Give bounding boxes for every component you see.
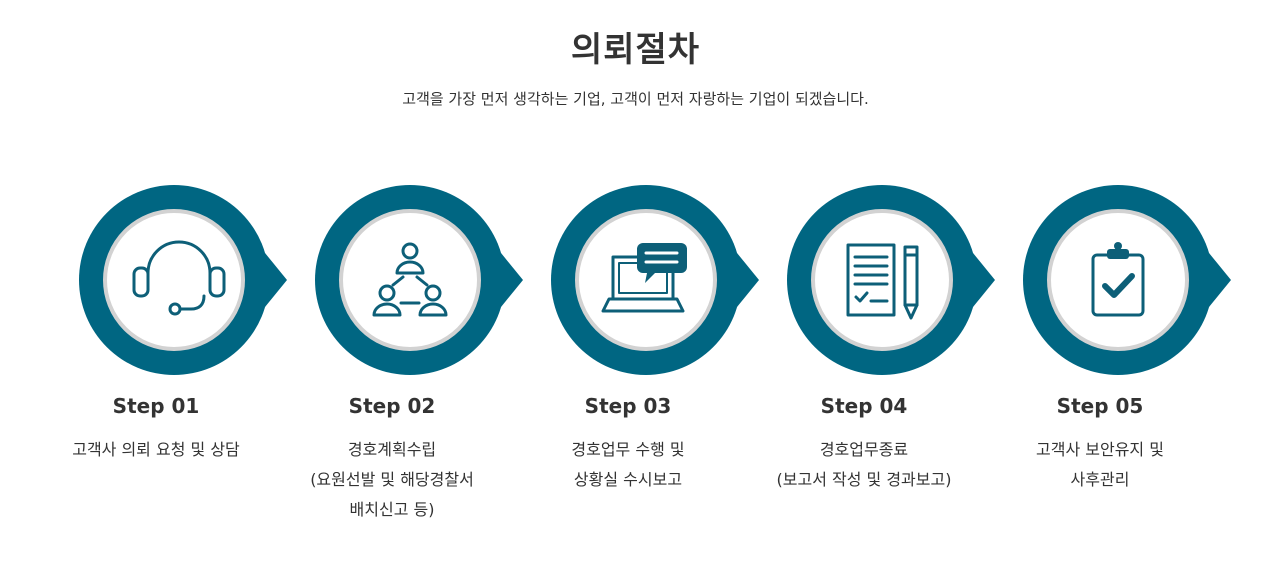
step-4-description: 경호업무종료 (보고서 작성 및 경과보고) xyxy=(776,440,952,489)
process-step-3: Step 03 경호업무 수행 및 상황실 수시보고 xyxy=(528,178,768,538)
process-step-2: Step 02 경호계획수립 (요원선발 및 해당경찰서 배치신고 등) xyxy=(292,178,532,538)
step-3-badge xyxy=(551,185,759,375)
monitor-chat-icon xyxy=(601,243,687,313)
clipboard-check-icon xyxy=(1091,242,1145,317)
document-pencil-icon xyxy=(846,243,919,320)
step-3-label: Step 03 xyxy=(584,394,672,418)
step-1-badge xyxy=(79,185,287,375)
headset-icon xyxy=(132,240,226,316)
page-title: 의뢰절차 xyxy=(570,30,701,70)
page-subtitle: 고객을 가장 먼저 생각하는 기업, 고객이 먼저 자랑하는 기업이 되겠습니다… xyxy=(402,90,869,108)
step-1-description: 고객사 의뢰 요청 및 상담 xyxy=(72,440,240,459)
step-1-label: Step 01 xyxy=(112,394,200,418)
process-step-1: Step 01 고객사 의뢰 요청 및 상담 xyxy=(56,178,296,538)
step-2-label: Step 02 xyxy=(348,394,436,418)
step-2-badge xyxy=(315,185,523,375)
process-step-5: Step 05 고객사 보안유지 및 사후관리 xyxy=(1000,178,1240,538)
process-step-4: Step 04 경호업무종료 (보고서 작성 및 경과보고) xyxy=(764,178,1004,538)
step-5-description: 고객사 보안유지 및 사후관리 xyxy=(1036,440,1164,489)
step-4-label: Step 04 xyxy=(820,394,908,418)
step-5-badge xyxy=(1023,185,1231,375)
step-2-description: 경호계획수립 (요원선발 및 해당경찰서 배치신고 등) xyxy=(310,440,474,519)
step-4-badge xyxy=(787,185,995,375)
step-5-label: Step 05 xyxy=(1056,394,1144,418)
step-3-description: 경호업무 수행 및 상황실 수시보고 xyxy=(571,440,685,489)
team-network-icon xyxy=(372,242,448,317)
